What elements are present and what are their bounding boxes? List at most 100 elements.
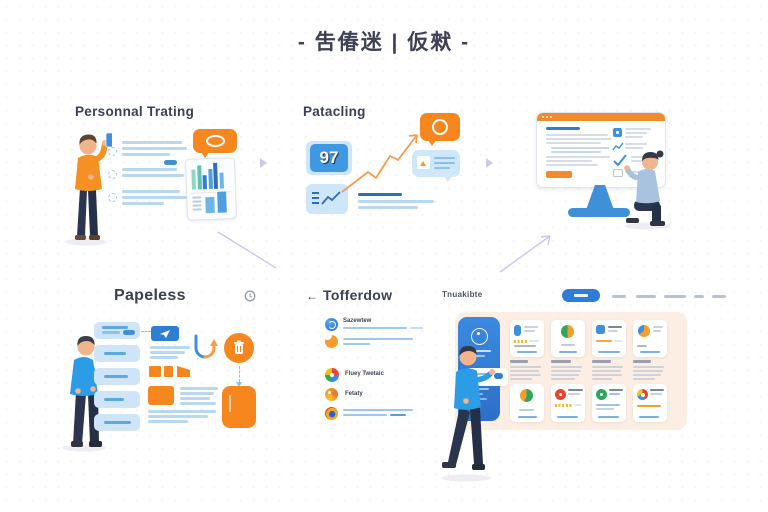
window-dot [542,116,544,118]
text-line [148,410,216,413]
text-line [180,387,218,390]
app-icon [514,325,521,336]
text-line [546,142,601,144]
nav-link [694,295,704,298]
image-icon [417,156,430,169]
person-walking-blue [441,346,495,482]
list-item-label: Fetaty [345,391,363,397]
orange-flame-icon [325,388,338,401]
link-line [343,327,407,329]
list-item-label: Sazewtew [343,318,372,324]
paragraph-heading [592,360,611,363]
arrow-down-icon [236,382,242,387]
panel-title: Tofferdow [323,287,393,303]
list-item-label: Fluey Twetaic [345,371,384,377]
gear-icon [108,170,117,179]
report-document [184,157,238,221]
chevron-right-icon [260,158,267,168]
app-card [592,320,626,357]
text-line [192,208,202,211]
speech-bubble-icon [193,129,237,158]
panel-title: Papeless [114,287,186,304]
panel-title: Personnal Trating [75,104,195,119]
pinwheel-browser-icon [325,368,339,382]
monitor-stand [586,185,614,210]
list-item [94,414,140,431]
monitor-base [568,208,630,217]
paragraph-heading [510,360,528,363]
text-line [122,174,184,177]
stat-value: 97 [319,148,339,167]
app-icon [638,325,650,337]
orange-wedge [177,366,190,377]
link-line [343,414,387,416]
text-line [122,141,182,144]
text-line [122,196,187,199]
text-line [150,346,190,349]
text-line [150,351,185,354]
link-line [410,327,423,329]
text-line [358,200,434,203]
swirl-browser-icon [325,407,338,420]
text-line [631,156,651,158]
checkmark-icon [613,154,627,167]
text-line [546,156,610,158]
text-line [150,356,178,359]
list-item [94,345,140,362]
clock-icon [244,290,256,302]
line-chart-card [306,184,348,214]
profile-ring-icon [471,328,488,345]
monitor [536,112,666,188]
trash-badge [224,333,254,363]
paragraph-heading [633,360,651,363]
hook-arrow-icon [194,334,218,359]
text-line [631,160,647,162]
person-standing-blue [62,336,106,452]
send-card [151,326,179,341]
dashed-connector [239,366,240,382]
text-line [625,143,647,145]
text-line [625,128,651,130]
heading-line [546,127,580,130]
text-line [546,138,612,140]
text-line [122,153,170,156]
app-card [633,384,667,422]
text-line [551,151,601,153]
app-card [551,320,585,357]
bar [217,191,227,213]
person-crouching [624,150,671,230]
blue-globe-browser-icon [325,318,338,331]
page-title: - 吿偆迷 | 仮猌 - [297,31,471,54]
list-item [94,368,140,385]
text-line [148,415,208,418]
app-icon [520,389,533,402]
tag-pill [164,160,177,165]
bar [205,196,215,214]
app-icon [596,325,605,334]
orange-block [164,366,173,377]
speech-bubble-icon [420,113,460,146]
orange-block [149,366,161,377]
chevron-right-icon [486,158,493,168]
app-icon [561,325,574,338]
link-line [390,414,406,416]
text-line [546,164,598,166]
trend-arrow-icon [341,134,418,193]
window-dot [546,116,548,118]
text-line [180,392,214,395]
text-line [180,402,216,405]
app-card [633,320,667,357]
app-card [592,384,626,422]
text-line [180,397,210,400]
dashed-connector [141,331,151,332]
doc-check-icon [613,128,622,137]
text-line [434,167,450,169]
text-line [625,132,647,134]
orange-card [148,386,174,405]
text-line [122,168,177,171]
text-line [551,147,609,149]
chat-bubble [412,150,460,182]
text-line [148,420,188,423]
text-line [625,171,645,173]
